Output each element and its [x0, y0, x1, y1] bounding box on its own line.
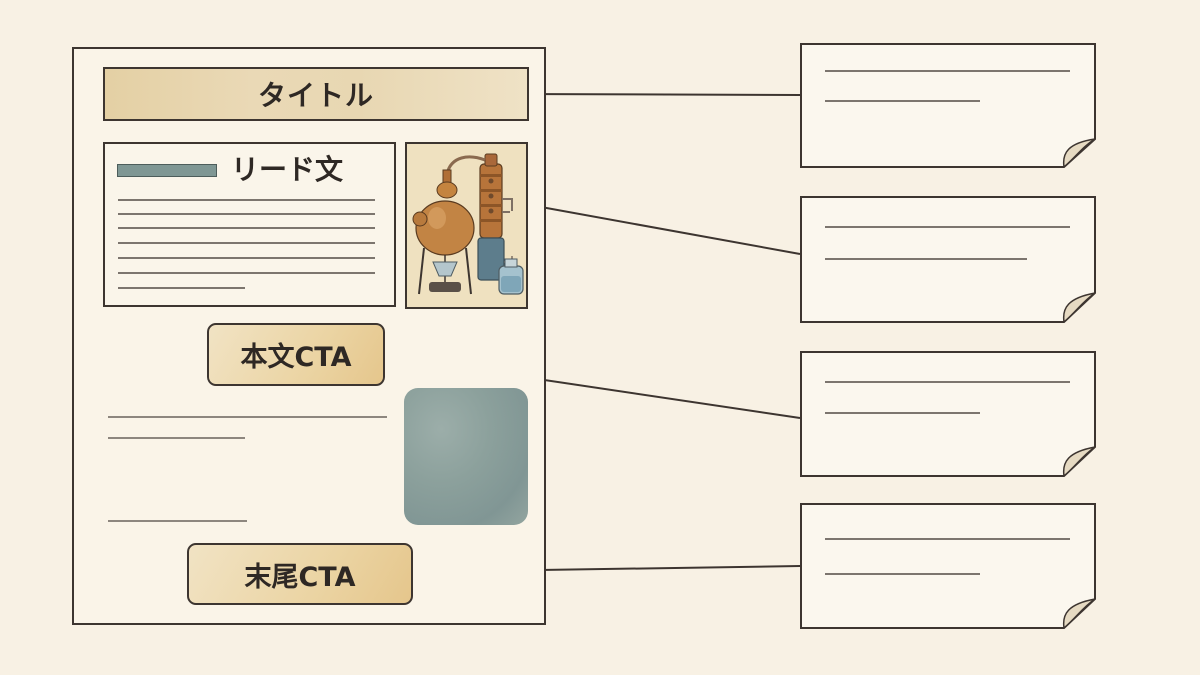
illustration-block	[405, 142, 528, 309]
note-card-shape	[800, 43, 1096, 168]
note-card	[800, 43, 1096, 168]
note-card	[800, 351, 1096, 477]
connector-illustration	[518, 202, 801, 255]
note-card-line	[825, 538, 1070, 540]
lead-text-line	[118, 272, 375, 274]
distillation-apparatus-icon	[412, 153, 524, 295]
body-text-line	[108, 520, 247, 522]
note-card-shape	[800, 351, 1096, 477]
image-placeholder-icon	[404, 388, 528, 525]
lead-text-line	[118, 287, 245, 289]
body-cta-bubble: 本文CTA	[207, 323, 385, 386]
lead-text-line	[118, 227, 375, 229]
end-cta-label: 末尾CTA	[244, 561, 356, 593]
connector-title	[508, 93, 801, 96]
note-card-line	[825, 381, 1070, 383]
note-card-line	[825, 70, 1070, 72]
note-card-shape	[800, 503, 1096, 629]
body-text-line	[108, 416, 387, 418]
title-block-label: タイトル	[257, 79, 374, 112]
lead-text-line	[118, 199, 375, 201]
note-card-line	[825, 412, 980, 414]
lead-heading-marker	[117, 164, 217, 177]
title-block: タイトル	[103, 67, 529, 121]
note-card-line	[825, 100, 980, 102]
body-text-line	[108, 437, 245, 439]
note-card-line	[825, 226, 1070, 228]
note-card-line	[825, 258, 1027, 260]
end-cta-bubble: 末尾CTA	[187, 543, 413, 605]
lead-text-line	[118, 257, 375, 259]
lead-text-line	[118, 213, 375, 215]
lead-text-line	[118, 242, 375, 244]
note-card	[800, 196, 1096, 323]
note-card-shape	[800, 196, 1096, 323]
body-cta-label: 本文CTA	[240, 342, 352, 373]
note-card-line	[825, 573, 980, 575]
lead-label: リード文	[231, 153, 344, 186]
note-card	[800, 503, 1096, 629]
